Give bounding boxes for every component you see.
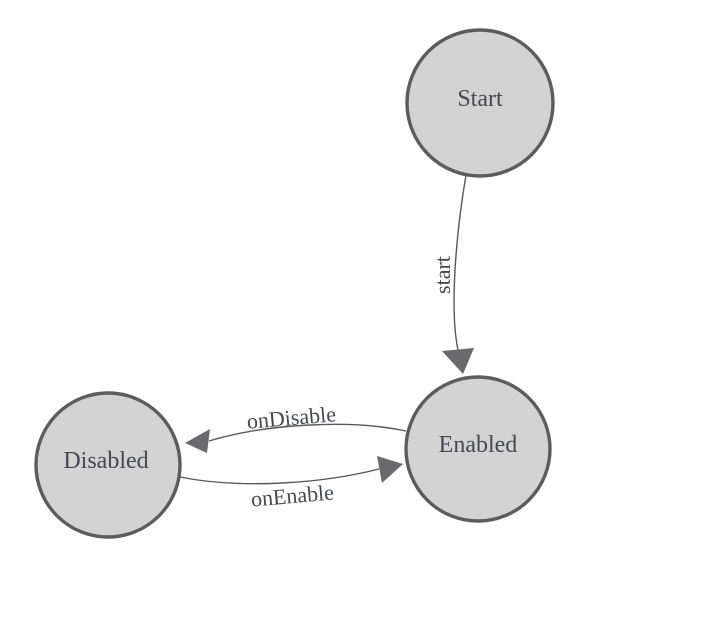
edge-line-ondisable (208, 423, 407, 442)
edge-line-onenable (179, 468, 380, 485)
state-node-disabled-circle[interactable] (34, 391, 182, 539)
state-node-disabled-label: Disabled (63, 448, 148, 474)
state-node-start-label: Start (457, 86, 503, 112)
state-node-start[interactable]: Start (405, 28, 555, 178)
state-node-start-circle[interactable] (405, 28, 555, 178)
edge-start-to-enabled: start (430, 174, 474, 374)
arrowhead-into-enabled-left (377, 456, 403, 483)
state-node-disabled[interactable]: Disabled (34, 391, 182, 539)
state-node-enabled[interactable]: Enabled (404, 375, 552, 523)
arrowhead-into-enabled-top (442, 348, 474, 374)
state-node-enabled-label: Enabled (439, 432, 518, 458)
arrowhead-into-disabled (185, 429, 210, 453)
edge-label-start: start (430, 256, 455, 294)
edge-line-start (453, 174, 467, 351)
state-node-enabled-circle[interactable] (404, 375, 552, 523)
